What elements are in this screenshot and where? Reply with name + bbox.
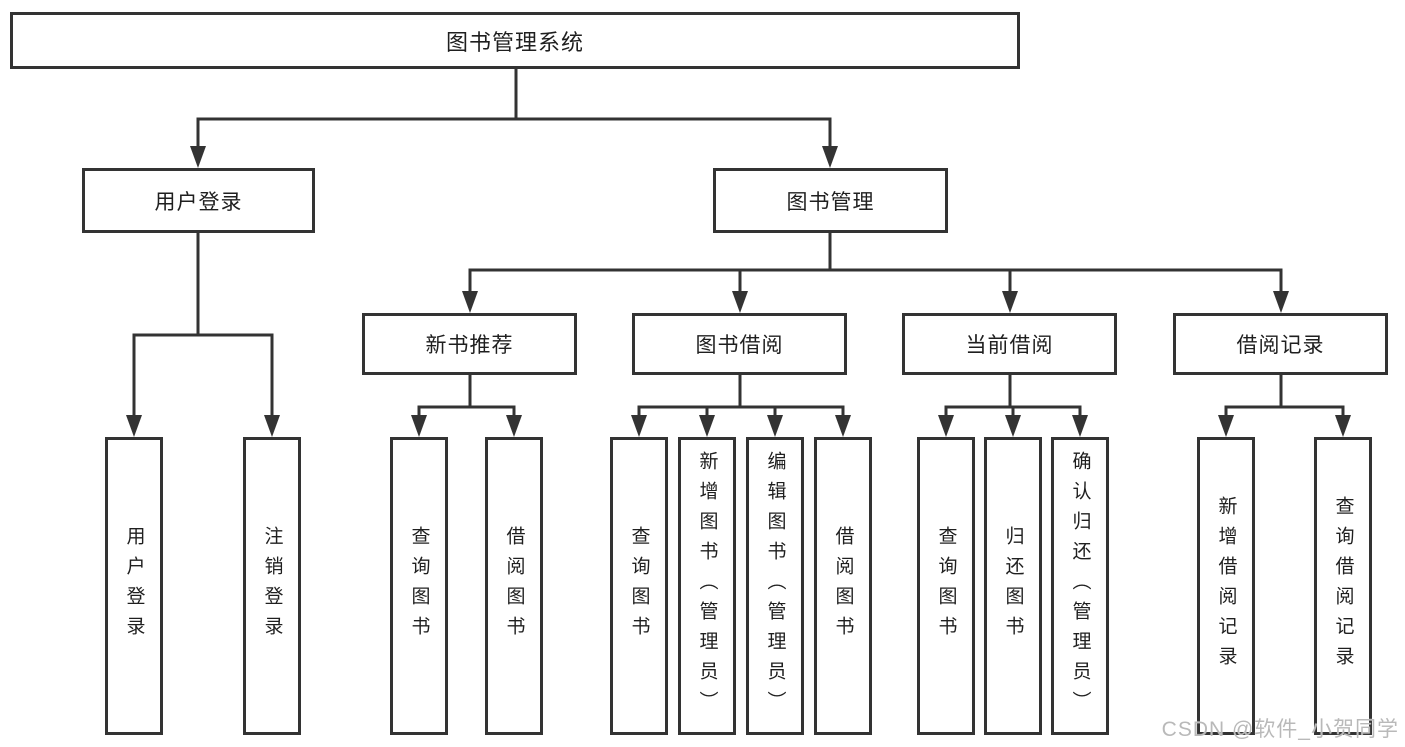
leaf-current-confirm-return-admin: 确认归还（管理员） bbox=[1051, 437, 1109, 735]
node-book-management: 图书管理 bbox=[713, 168, 948, 233]
leaf-current-query-book: 查询图书 bbox=[917, 437, 975, 735]
leaf-logout-login: 注销登录 bbox=[243, 437, 301, 735]
leaf-records-query-record-label: 查询借阅记录 bbox=[1332, 496, 1354, 676]
node-current-borrow-label: 当前借阅 bbox=[965, 334, 1054, 357]
leaf-newbook-query-book-label: 查询图书 bbox=[408, 526, 430, 646]
node-current-borrow: 当前借阅 bbox=[902, 313, 1117, 375]
leaf-current-query-book-label: 查询图书 bbox=[935, 526, 957, 646]
leaf-user-login-label: 用户登录 bbox=[123, 526, 145, 646]
leaf-current-return-book-label: 归还图书 bbox=[1002, 526, 1024, 646]
node-book-management-label: 图书管理 bbox=[786, 190, 875, 214]
leaf-borrow-edit-book-admin-label: 编辑图书（管理员） bbox=[764, 451, 786, 721]
node-borrow-records-label: 借阅记录 bbox=[1236, 334, 1325, 357]
leaf-borrow-borrow-book-label: 借阅图书 bbox=[832, 526, 854, 646]
node-user-login-label: 用户登录 bbox=[154, 190, 243, 214]
leaf-records-add-record-label: 新增借阅记录 bbox=[1215, 496, 1237, 676]
leaf-records-add-record: 新增借阅记录 bbox=[1197, 437, 1255, 735]
node-new-book-recommend: 新书推荐 bbox=[362, 313, 577, 375]
leaf-current-return-book: 归还图书 bbox=[984, 437, 1042, 735]
node-root: 图书管理系统 bbox=[10, 12, 1020, 69]
node-book-borrow: 图书借阅 bbox=[632, 313, 847, 375]
leaf-newbook-borrow-book: 借阅图书 bbox=[485, 437, 543, 735]
leaf-newbook-query-book: 查询图书 bbox=[390, 437, 448, 735]
node-root-label: 图书管理系统 bbox=[445, 29, 584, 55]
leaf-newbook-borrow-book-label: 借阅图书 bbox=[503, 526, 525, 646]
leaf-borrow-add-book-admin: 新增图书（管理员） bbox=[678, 437, 736, 735]
leaf-current-confirm-return-admin-label: 确认归还（管理员） bbox=[1069, 451, 1091, 721]
node-new-book-recommend-label: 新书推荐 bbox=[425, 334, 514, 357]
leaf-records-query-record: 查询借阅记录 bbox=[1314, 437, 1372, 735]
leaf-borrow-query-book: 查询图书 bbox=[610, 437, 668, 735]
leaf-borrow-borrow-book: 借阅图书 bbox=[814, 437, 872, 735]
node-user-login: 用户登录 bbox=[82, 168, 315, 233]
node-book-borrow-label: 图书借阅 bbox=[695, 334, 784, 357]
node-borrow-records: 借阅记录 bbox=[1173, 313, 1388, 375]
leaf-logout-login-label: 注销登录 bbox=[261, 526, 283, 646]
leaf-borrow-query-book-label: 查询图书 bbox=[628, 526, 650, 646]
leaf-borrow-edit-book-admin: 编辑图书（管理员） bbox=[746, 437, 804, 735]
leaf-user-login: 用户登录 bbox=[105, 437, 163, 735]
leaf-borrow-add-book-admin-label: 新增图书（管理员） bbox=[696, 451, 718, 721]
watermark: CSDN @软件_小贺同学 bbox=[1161, 718, 1399, 741]
